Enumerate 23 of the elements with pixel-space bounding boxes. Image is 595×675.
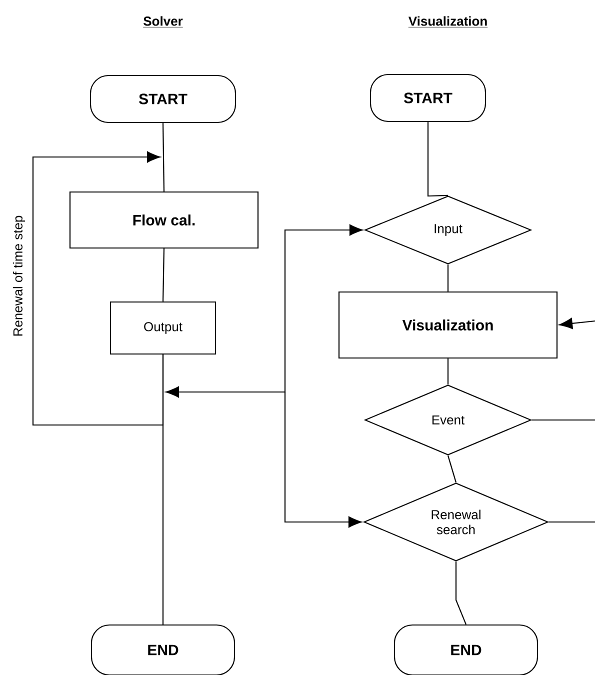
connector xyxy=(559,318,595,329)
terminal-box: START xyxy=(370,74,486,122)
connector xyxy=(427,122,448,197)
process-box: Output xyxy=(110,301,216,355)
connector xyxy=(166,224,363,398)
process-box: Visualization xyxy=(338,291,558,359)
terminal-box: START xyxy=(90,74,236,124)
connector xyxy=(548,521,595,523)
column-title: Solver xyxy=(142,16,184,28)
edge-label: Renewal of time step xyxy=(12,216,26,336)
process-box: Flow cal. xyxy=(69,191,259,249)
connector xyxy=(284,392,362,528)
connector xyxy=(455,562,467,625)
terminal-box: END xyxy=(394,624,538,675)
connector xyxy=(447,455,457,483)
connector xyxy=(162,248,165,302)
connector xyxy=(532,419,595,421)
terminal-box: END xyxy=(90,624,236,675)
connector xyxy=(32,151,164,426)
column-title: Visualization xyxy=(408,16,488,28)
connector xyxy=(447,358,449,384)
connector xyxy=(447,264,449,292)
connector xyxy=(162,123,165,192)
